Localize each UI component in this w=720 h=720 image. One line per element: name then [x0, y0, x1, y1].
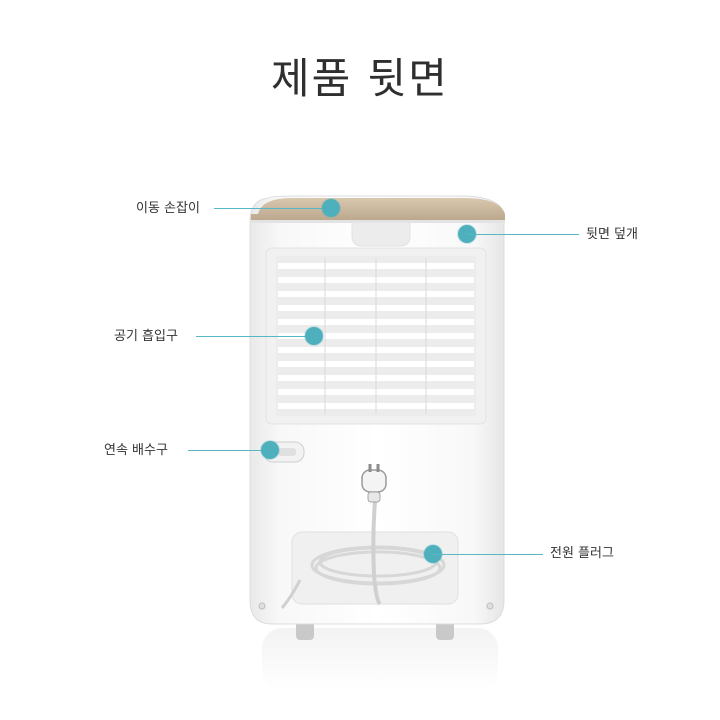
left-caster	[296, 620, 314, 640]
callout-label-back-cover: 뒷면 덮개	[586, 227, 638, 242]
callout-line-drain	[188, 450, 272, 451]
right-caster	[436, 620, 454, 640]
callout-label-air-inlet: 공기 흡입구	[114, 329, 178, 344]
callout-dot-air-inlet	[305, 327, 323, 345]
callout-line-back-cover	[467, 234, 579, 235]
callout-line-power-plug	[433, 554, 543, 555]
callout-dot-drain	[261, 441, 279, 459]
handle-band	[251, 198, 505, 222]
floor-reflection	[262, 628, 498, 690]
callout-line-air-inlet	[196, 336, 316, 337]
callout-label-power-plug: 전원 플러그	[550, 546, 614, 561]
callout-line-handle	[214, 208, 330, 209]
power-plug	[361, 464, 387, 503]
power-cord	[371, 489, 382, 606]
handle-recess	[351, 221, 411, 247]
callout-label-drain: 연속 배수구	[104, 443, 168, 458]
grille-dividers	[324, 258, 427, 414]
page-title: 제품 뒷면	[271, 54, 449, 103]
callout-label-handle: 이동 손잡이	[136, 201, 200, 216]
callout-dot-handle	[322, 199, 340, 217]
